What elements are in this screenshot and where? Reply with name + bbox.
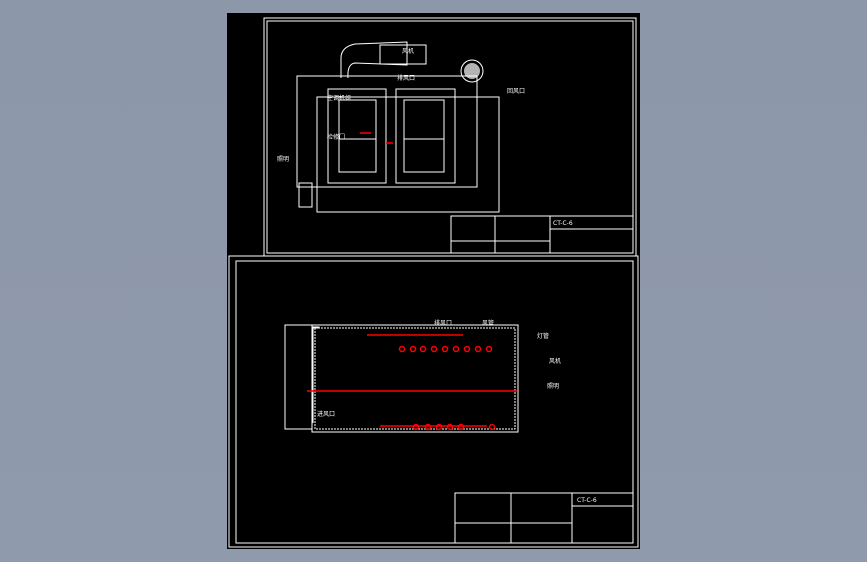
plan-insulation bbox=[314, 327, 516, 430]
label-door: 检修门 bbox=[327, 133, 345, 141]
label-exhaust: 排风口 bbox=[397, 74, 415, 82]
label-fan: 风机 bbox=[402, 47, 414, 55]
booth-outline bbox=[296, 75, 478, 188]
drawing-svg: 风机 排风口 回风口 照明 空调机组 检修门 CT-C-6 排风口 风管 灯管 bbox=[228, 17, 639, 548]
label-unit: 空调机组 bbox=[327, 94, 351, 102]
booth-base bbox=[316, 96, 500, 213]
plan-outline bbox=[311, 324, 519, 433]
top-title-block bbox=[450, 215, 634, 254]
duct bbox=[340, 41, 408, 79]
label-light-bottom: 照明 bbox=[547, 383, 559, 390]
bottom-title-block bbox=[454, 492, 634, 544]
bottom-sheet: 排风口 风管 灯管 风机 照明 进风口 CT-C-6 bbox=[228, 255, 639, 548]
top-drawing-number: CT-C-6 bbox=[553, 220, 573, 227]
bottom-sheet-frame-inner bbox=[235, 260, 634, 544]
cad-drawing-canvas[interactable]: 风机 排风口 回风口 照明 空调机组 检修门 CT-C-6 排风口 风管 灯管 bbox=[227, 13, 640, 549]
top-sheet: 风机 排风口 回风口 照明 空调机组 检修门 CT-C-6 bbox=[263, 17, 637, 257]
left-room bbox=[327, 88, 387, 184]
label-exhaust-bottom: 排风口 bbox=[434, 319, 452, 327]
left-door bbox=[338, 99, 377, 173]
top-sheet-frame-inner bbox=[266, 20, 634, 254]
control-box bbox=[298, 182, 313, 208]
bottom-drawing-number: CT-C-6 bbox=[577, 497, 597, 504]
right-room bbox=[395, 88, 456, 184]
label-fan-bottom: 风机 bbox=[549, 357, 561, 365]
heater-box bbox=[379, 44, 427, 65]
bottom-sheet-frame-outer bbox=[228, 255, 639, 548]
fan-icon bbox=[460, 59, 484, 83]
label-inlet: 进风口 bbox=[317, 410, 335, 418]
label-duct: 风管 bbox=[482, 319, 494, 327]
light-tubes bbox=[398, 345, 496, 431]
right-door bbox=[403, 99, 445, 173]
label-tube: 灯管 bbox=[537, 332, 549, 340]
label-return: 回风口 bbox=[507, 88, 525, 95]
top-sheet-frame-outer bbox=[263, 17, 637, 257]
label-light: 照明 bbox=[277, 156, 289, 163]
side-room bbox=[284, 324, 313, 430]
